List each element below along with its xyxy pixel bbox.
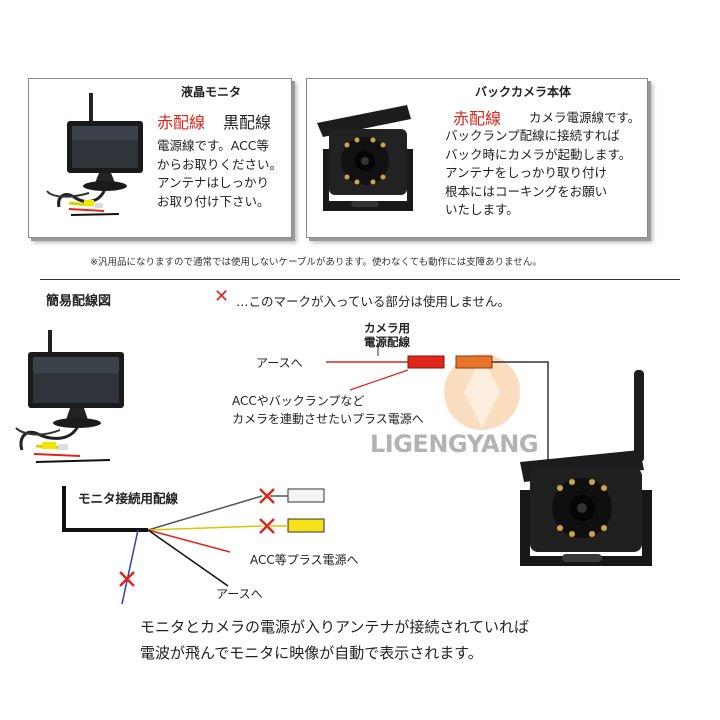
acc-label-1: ACCやバックランプなど [232, 394, 365, 408]
acc-plus-label: ACC等プラス電源へ [250, 553, 359, 567]
camera-photo [317, 105, 413, 211]
earth-label-bottom: アースへ [216, 587, 263, 601]
footnote: ※汎用品になりますので通常では使用しないケーブルがあります。使わなくても動作には… [90, 257, 542, 268]
camera-panel: バックカメラ本体 赤配線 カメラ電源線です。 バックランプ配線に接続すれば バッ… [306, 78, 648, 238]
monitor-panel-title: 液晶モニタ [181, 85, 242, 99]
camera-red-wire-label: 赤配線 [453, 109, 502, 128]
monitor-black-wire-label: 黒配線 [223, 113, 272, 132]
monitor-panel: 液晶モニタ 赤配線 黒配線 電源線です。ACC等 からお取りください。 アンテナ… [28, 78, 292, 238]
earth-label-top: アースへ [256, 356, 303, 370]
x-mark-blue [119, 571, 135, 587]
camera-panel-line1: カメラ電源線です。 [529, 110, 641, 125]
monitor-antenna [89, 93, 93, 123]
legend-x-mark: ✕ [214, 286, 230, 307]
monitor-yellow-connector [287, 518, 325, 533]
camera-red-connector [407, 355, 445, 369]
monitor-yellow-wire [147, 525, 263, 531]
camera-acc-wire [349, 369, 409, 391]
camera-cable-title-2: 電源配線 [364, 335, 410, 349]
x-mark-yellow [259, 518, 275, 534]
monitor-main-cable [62, 486, 148, 532]
diagram-camera-image [520, 370, 652, 566]
monitor-photo [46, 93, 143, 216]
monitor-blue-wire [121, 529, 139, 605]
monitor-white-connector [287, 488, 325, 503]
camera-panel-body: バックランプ配線に接続すれば バック時にカメラが起動します。 アンテナをしっかり… [445, 128, 632, 217]
legend-text: …このマークが入っている部分は使用しません。 [236, 294, 511, 309]
monitor-cable-title: モニタ接続用配線 [78, 491, 179, 506]
section-divider [40, 279, 680, 280]
diagram-monitor-image [15, 330, 124, 463]
monitor-black-wire [147, 529, 229, 587]
bottom-explanation: モニタとカメラの電源が入りアンテナが接続されていれば 電波が飛んでモニタに映像が… [140, 618, 529, 662]
camera-orange-connector [455, 355, 493, 369]
monitor-white-wire [147, 495, 263, 531]
camera-antenna [634, 370, 644, 462]
diagram-title: 簡易配線図 [46, 294, 112, 309]
camera-cable-title-1: カメラ用 [364, 321, 410, 335]
x-mark-white [259, 488, 275, 504]
monitor-red-wire [147, 529, 231, 553]
acc-label-2: カメラを連動させたいプラス電源へ [232, 412, 424, 426]
watermark-logo [444, 354, 520, 430]
camera-panel-title: バックカメラ本体 [475, 85, 572, 99]
watermark-text: LIGENGYANG [370, 430, 539, 458]
monitor-panel-body: 電源線です。ACC等 からお取りください。 アンテナはしっかり お取り付け下さい… [157, 138, 283, 209]
monitor-red-wire-label: 赤配線 [157, 113, 206, 132]
camera-cable-to-camera [492, 361, 549, 460]
